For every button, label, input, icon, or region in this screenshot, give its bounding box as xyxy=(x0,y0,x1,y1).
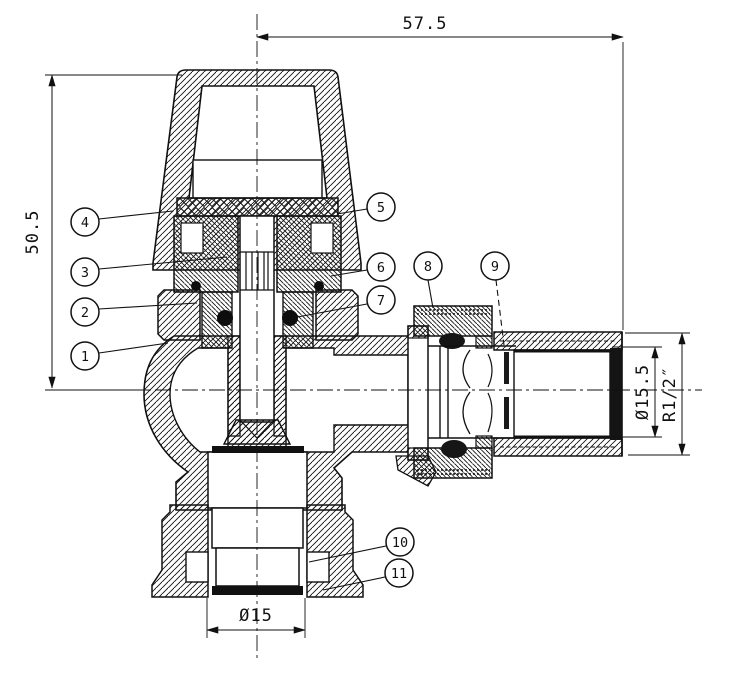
svg-text:5: 5 xyxy=(377,200,385,216)
callout-7: 7 xyxy=(366,285,396,315)
valve-seat xyxy=(212,446,304,453)
dim-label-bore-diameter: Ø15.5 xyxy=(633,364,653,420)
callout-1: 1 xyxy=(70,341,100,371)
nut-seal-top xyxy=(439,333,465,349)
callout-leaders xyxy=(98,208,505,591)
dim-label-left-height: 50.5 xyxy=(23,210,43,255)
callout-5: 5 xyxy=(366,192,396,222)
callout-6: 6 xyxy=(366,252,396,282)
inlet-tail xyxy=(207,451,308,595)
callout-balloons: 1 2 3 4 5 6 7 8 xyxy=(70,192,510,588)
svg-text:10: 10 xyxy=(392,535,408,551)
o-ring-seals xyxy=(191,281,324,326)
gland-nut xyxy=(157,289,359,349)
dim-label-bottom-diameter: Ø15 xyxy=(239,606,273,626)
bonnet-insert xyxy=(173,215,342,293)
callout-2: 2 xyxy=(70,297,100,327)
union-nut xyxy=(413,305,493,479)
svg-text:4: 4 xyxy=(81,215,89,231)
knurled-ring xyxy=(176,197,339,217)
dimension-57-5: 57.5 xyxy=(256,14,624,330)
body-channel-left xyxy=(169,347,229,453)
svg-text:7: 7 xyxy=(377,293,385,309)
cap-inner-sleeve xyxy=(192,159,323,199)
dim-label-top-width: 57.5 xyxy=(403,14,448,34)
callout-3: 3 xyxy=(70,257,100,287)
dimension-d15: Ø15 xyxy=(206,598,306,638)
svg-text:2: 2 xyxy=(81,305,89,321)
svg-text:11: 11 xyxy=(391,566,407,582)
svg-text:8: 8 xyxy=(424,259,432,275)
dimension-d15-5: Ø15.5 xyxy=(612,346,662,438)
callout-9: 9 xyxy=(480,251,510,281)
svg-text:9: 9 xyxy=(491,259,499,275)
callout-4: 4 xyxy=(70,207,100,237)
svg-text:3: 3 xyxy=(81,265,89,281)
nut-seal-bottom xyxy=(441,440,467,458)
svg-text:6: 6 xyxy=(377,260,385,276)
dimension-50-5: 50.5 xyxy=(23,74,182,391)
tail-end-band xyxy=(212,586,303,595)
svg-text:1: 1 xyxy=(81,349,89,365)
centerlines xyxy=(47,14,702,658)
dimension-r1-2: R1/2″ xyxy=(625,332,690,456)
male-thread-adapter xyxy=(493,331,623,457)
dim-label-thread: R1/2″ xyxy=(660,366,680,422)
outlet-bore xyxy=(513,349,611,439)
callout-8: 8 xyxy=(413,251,443,281)
callout-11: 11 xyxy=(384,558,414,588)
adapter-end-wall xyxy=(610,348,622,440)
callout-10: 10 xyxy=(385,527,415,557)
